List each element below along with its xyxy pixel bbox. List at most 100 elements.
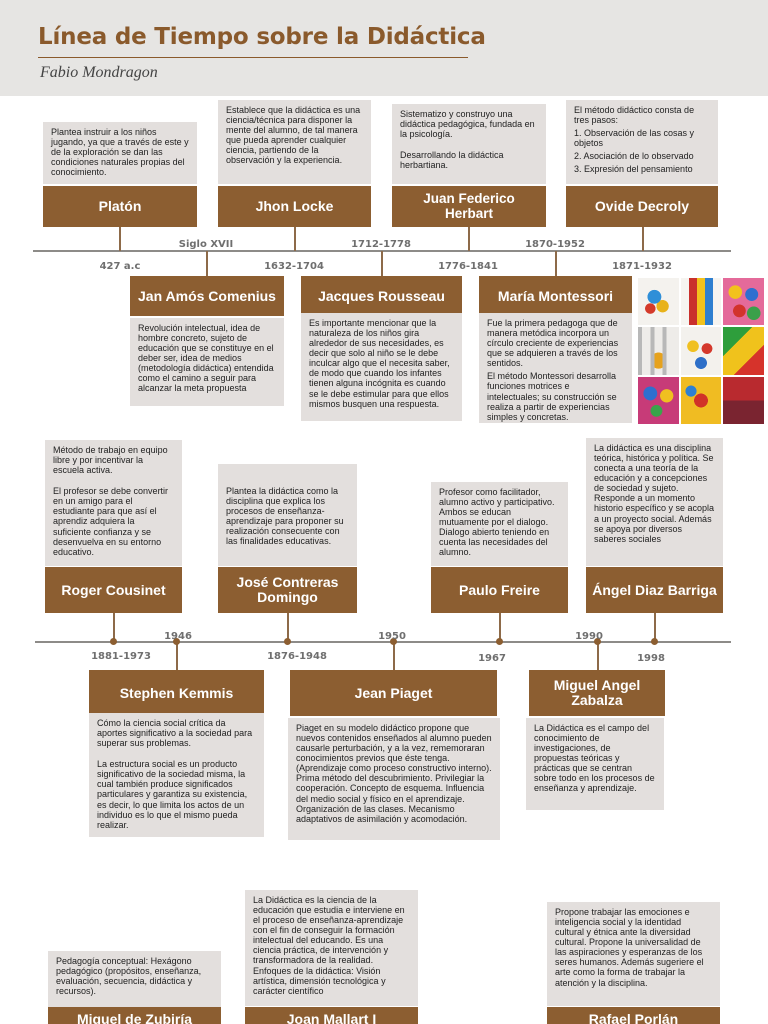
mallart-text-p1: La Didáctica es la ciencia de la educaci… bbox=[253, 895, 405, 996]
date-kemmis: 1946 bbox=[164, 631, 192, 642]
platon-text: Plantea instruir a los niños jugando, ya… bbox=[43, 122, 197, 184]
decroly-text-p3: 2. Asociación de lo observado bbox=[574, 151, 694, 162]
tick-contreras bbox=[287, 613, 289, 642]
date-piaget: 1950 bbox=[378, 631, 406, 642]
cousinet-text: Método de trabajo en equipo libre y por … bbox=[45, 440, 182, 566]
date-herbart: 1776-1841 bbox=[438, 261, 498, 272]
kemmis-text: Cómo la ciencia social crítica da aporte… bbox=[89, 713, 264, 837]
tick-platon bbox=[119, 227, 121, 251]
page-title: Línea de Tiempo sobre la Didáctica bbox=[38, 24, 486, 50]
tick-freire bbox=[499, 613, 501, 642]
date-rousseau: 1712-1778 bbox=[351, 239, 411, 250]
name-montessori: María Montessori bbox=[479, 276, 632, 316]
name-zubiria: Miguel de Zubiría bbox=[48, 1007, 221, 1024]
piaget-text-p1: Piaget en su modelo didáctico propone qu… bbox=[296, 723, 492, 824]
tick-rousseau bbox=[381, 251, 383, 277]
date-locke: 1632-1704 bbox=[264, 261, 324, 272]
zubiria-text: Pedagogía conceptual: Hexágono pedagógic… bbox=[48, 951, 221, 1007]
tick-cousinet bbox=[113, 613, 115, 642]
piaget-text: Piaget en su modelo didáctico propone qu… bbox=[288, 718, 500, 840]
locke-text-p1: Establece que la didáctica es una cienci… bbox=[226, 105, 361, 166]
barriga-text-p1: La didáctica es una disciplina teórica, … bbox=[594, 443, 715, 544]
name-barriga: Ángel Diaz Barriga bbox=[586, 567, 723, 613]
name-kemmis: Stephen Kemmis bbox=[89, 670, 264, 716]
tick-kemmis bbox=[176, 642, 178, 670]
date-montessori: 1870-1952 bbox=[525, 239, 585, 250]
date-decroly: 1871-1932 bbox=[612, 261, 672, 272]
contreras-text: Plantea la didáctica como la disciplina … bbox=[218, 464, 357, 566]
cousinet-text-p2: El profesor se debe convertir en un amig… bbox=[53, 486, 169, 557]
toy-photo-6 bbox=[723, 327, 764, 375]
kemmis-text-p2: La estructura social es un producto sign… bbox=[97, 759, 248, 830]
name-decroly: Ovide Decroly bbox=[566, 186, 718, 227]
decroly-text-p2: 1. Observación de las cosas y objetos bbox=[574, 128, 695, 149]
porlan-text-p1: Propone trabajar las emociones e intelig… bbox=[555, 907, 704, 988]
tick-decroly bbox=[642, 227, 644, 251]
date-freire: 1967 bbox=[478, 653, 506, 664]
name-mallart: Joan Mallart I bbox=[245, 1007, 418, 1024]
montessori-photo-collage bbox=[638, 278, 764, 424]
montessori-text: Fue la primera pedagoga que de manera me… bbox=[479, 313, 632, 423]
platon-text-p1: Plantea instruir a los niños jugando, ya… bbox=[51, 127, 189, 178]
name-comenius: Jan Amós Comenius bbox=[130, 276, 284, 316]
tick-zabalza bbox=[597, 642, 599, 670]
cousinet-text-p1: Método de trabajo en equipo libre y por … bbox=[53, 445, 168, 476]
comenius-text-p1: Revolución intelectual, idea de hombre c… bbox=[138, 323, 274, 394]
dot-freire bbox=[496, 638, 503, 645]
date-cousinet: 1881-1973 bbox=[91, 651, 151, 662]
name-freire: Paulo Freire bbox=[431, 567, 568, 613]
tick-barriga bbox=[654, 613, 656, 642]
toy-photo-2 bbox=[680, 278, 722, 326]
name-porlan: Rafael Porlán bbox=[547, 1007, 720, 1024]
toy-photo-1 bbox=[638, 278, 679, 326]
locke-text: Establece que la didáctica es una cienci… bbox=[218, 100, 371, 184]
decroly-text-p4: 3. Expresión del pensamiento bbox=[574, 164, 693, 175]
montessori-text-p2: El método Montessori desarrolla funcione… bbox=[487, 371, 617, 422]
kemmis-text-p1: Cómo la ciencia social crítica da aporte… bbox=[97, 718, 253, 749]
name-herbart: Juan Federico Herbart bbox=[392, 186, 546, 227]
dot-barriga bbox=[651, 638, 658, 645]
mallart-text: La Didáctica es la ciencia de la educaci… bbox=[245, 890, 418, 1006]
dot-cousinet bbox=[110, 638, 117, 645]
name-locke: Jhon Locke bbox=[218, 186, 371, 227]
rousseau-text-p1: Es importante mencionar que la naturalez… bbox=[309, 318, 450, 409]
tick-montessori bbox=[555, 251, 557, 277]
name-piaget: Jean Piaget bbox=[290, 670, 497, 716]
zabalza-text-p1: La Didáctica es el campo del conocimient… bbox=[534, 723, 655, 794]
freire-text-p1: Profesor como facilitador, alumno activo… bbox=[439, 487, 555, 558]
zabalza-text: La Didáctica es el campo del conocimient… bbox=[526, 718, 664, 810]
porlan-text: Propone trabajar las emociones e intelig… bbox=[547, 902, 720, 1006]
date-contreras: 1876-1948 bbox=[267, 651, 327, 662]
dot-zabalza bbox=[594, 638, 601, 645]
date-zabalza: 1990 bbox=[575, 631, 603, 642]
toy-photo-7 bbox=[638, 376, 679, 424]
header: Línea de Tiempo sobre la Didáctica Fabio… bbox=[0, 0, 768, 96]
toy-photo-8 bbox=[680, 376, 722, 424]
tick-herbart bbox=[468, 227, 470, 251]
tick-locke bbox=[294, 227, 296, 251]
name-zabalza: Miguel Angel Zabalza bbox=[529, 670, 665, 716]
dot-kemmis bbox=[173, 638, 180, 645]
timeline-axis-2 bbox=[35, 641, 731, 643]
date-barriga: 1998 bbox=[637, 653, 665, 664]
tick-comenius bbox=[206, 251, 208, 277]
contreras-text-p1: Plantea la didáctica como la disciplina … bbox=[226, 486, 344, 547]
herbart-text-p2: Desarrollando la didáctica herbartiana. bbox=[400, 150, 504, 171]
toy-photo-5 bbox=[680, 327, 722, 375]
date-platon: 427 a.c bbox=[99, 261, 141, 272]
barriga-text: La didáctica es una disciplina teórica, … bbox=[586, 438, 723, 566]
montessori-text-p1: Fue la primera pedagoga que de manera me… bbox=[487, 318, 619, 369]
herbart-text: Sistematizo y construyo una didáctica pe… bbox=[392, 104, 546, 184]
tick-piaget bbox=[393, 642, 395, 670]
name-cousinet: Roger Cousinet bbox=[45, 567, 182, 613]
title-underline bbox=[38, 57, 468, 58]
toy-photo-3 bbox=[723, 278, 764, 326]
herbart-text-p1: Sistematizo y construyo una didáctica pe… bbox=[400, 109, 535, 140]
rousseau-text: Es importante mencionar que la naturalez… bbox=[301, 313, 462, 421]
author: Fabio Mondragon bbox=[40, 64, 158, 81]
name-platon: Platón bbox=[43, 186, 197, 227]
date-comenius: Siglo XVII bbox=[178, 239, 234, 250]
dot-piaget bbox=[390, 638, 397, 645]
zubiria-text-p1: Pedagogía conceptual: Hexágono pedagógic… bbox=[56, 956, 202, 997]
name-contreras: José Contreras Domingo bbox=[218, 567, 357, 613]
